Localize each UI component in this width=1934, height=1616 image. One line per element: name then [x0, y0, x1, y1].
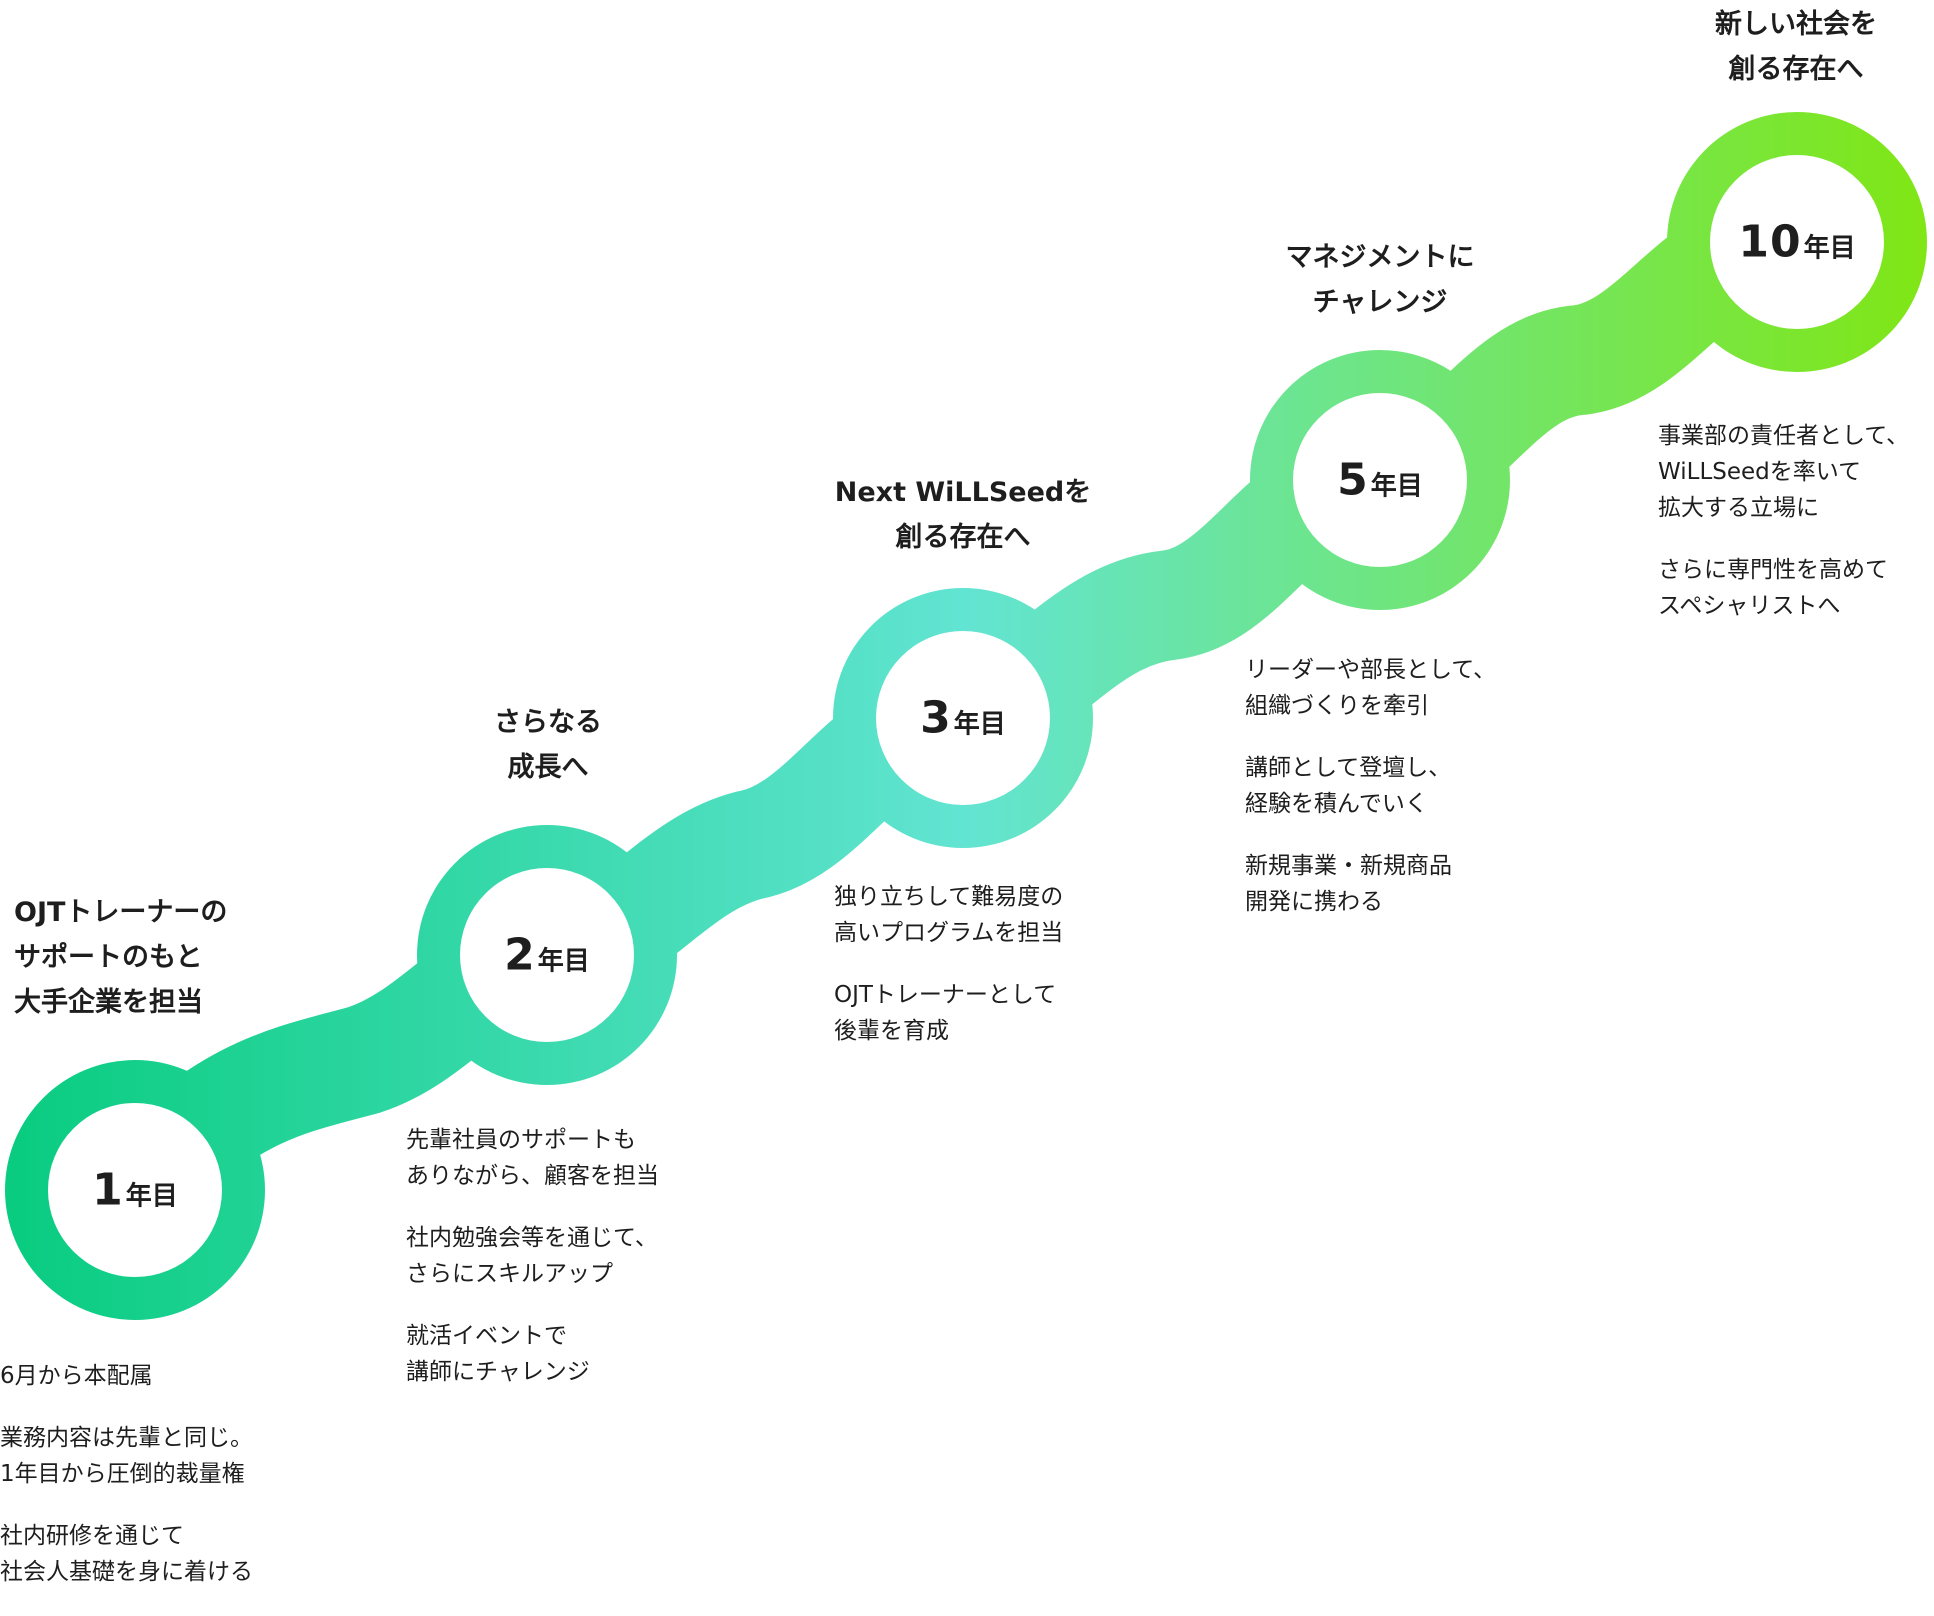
step-5-title: マネジメントにチャレンジ: [1285, 242, 1475, 318]
detail-item: 先輩社員のサポートもありながら、顧客を担当: [406, 1127, 659, 1189]
detail-item: 独り立ちして難易度の高いプログラムを担当: [834, 884, 1064, 946]
detail-item: 社内勉強会等を通じて、さらにスキルアップ: [406, 1225, 658, 1287]
step-1-details: 6月から本配属 業務内容は先輩と同じ。1年目から圧倒的裁量権 社内研修を通じて社…: [0, 1358, 253, 1616]
detail-item: OJTトレーナーとして後輩を育成: [834, 982, 1057, 1044]
detail-item: 事業部の責任者として、WiLLSeedを率いて拡大する立場に: [1658, 423, 1910, 521]
step-10-details: 事業部の責任者として、WiLLSeedを率いて拡大する立場に さらに専門性を高め…: [1658, 418, 1909, 650]
step-5-inner-circle: [1293, 393, 1467, 567]
step-1-title: OJTトレーナーのサポートのもと大手企業を担当: [14, 897, 228, 1018]
detail-item: 社内研修を通じて社会人基礎を身に着ける: [0, 1523, 253, 1585]
step-2-title: さらなる成長へ: [494, 707, 602, 783]
detail-item: 講師として登壇し、経験を積んでいく: [1245, 755, 1452, 817]
detail-item: 業務内容は先輩と同じ。1年目から圧倒的裁量権: [0, 1425, 253, 1487]
detail-item: さらに専門性を高めてスペシャリストへ: [1658, 557, 1888, 619]
detail-item: リーダーや部長として、組織づくりを牽引: [1245, 657, 1497, 719]
detail-item: 6月から本配属: [0, 1363, 153, 1389]
step-2-inner-circle: [460, 868, 634, 1042]
step-3-inner-circle: [876, 631, 1050, 805]
step-3-details: 独り立ちして難易度の高いプログラムを担当 OJTトレーナーとして後輩を育成: [834, 879, 1063, 1075]
step-10-title: 新しい社会を創る存在へ: [1715, 9, 1877, 85]
step-2-details: 先輩社員のサポートもありながら、顧客を担当 社内勉強会等を通じて、さらにスキルア…: [406, 1122, 659, 1416]
detail-item: 新規事業・新規商品開発に携わる: [1245, 853, 1452, 915]
step-5-details: リーダーや部長として、組織づくりを牽引 講師として登壇し、経験を積んでいく 新規…: [1245, 652, 1496, 946]
detail-item: 就活イベントで講師にチャレンジ: [406, 1323, 590, 1385]
step-10-inner-circle: [1710, 155, 1884, 329]
step-3-title: Next WiLLSeedを創る存在へ: [834, 477, 1092, 553]
step-1-inner-circle: [48, 1103, 222, 1277]
